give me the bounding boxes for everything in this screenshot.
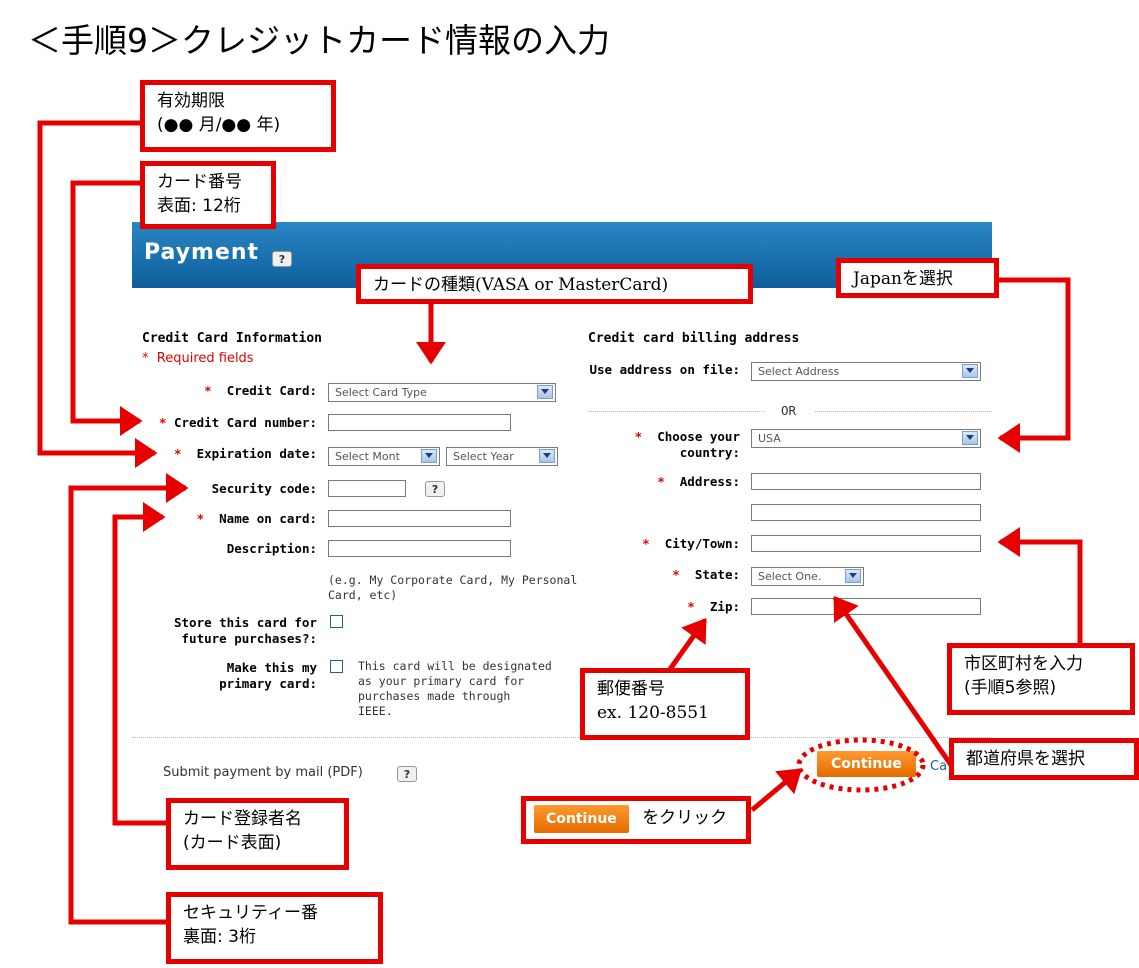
submit-by-mail-link[interactable]: Submit payment by mail (PDF) [163, 765, 363, 780]
expiry-year-select[interactable]: Select Year [446, 447, 558, 466]
expiry-month-select[interactable]: Select Mont [328, 447, 440, 466]
city-input[interactable] [751, 535, 981, 552]
callout-security: セキュリティー番裏面: 3桁 [166, 892, 383, 964]
page-title: ＜手順9＞クレジットカード情報の入力 [28, 21, 610, 60]
chevron-down-icon [962, 364, 978, 378]
name-on-card-input[interactable] [328, 510, 511, 527]
card-number-label: * Credit Card number: [158, 415, 317, 430]
mail-help-icon[interactable]: ? [397, 766, 417, 782]
callout-card-number: カード番号表面: 12桁 [140, 161, 276, 229]
country-select[interactable]: USA [751, 429, 981, 448]
zip-input[interactable] [751, 598, 981, 615]
or-divider-left [588, 411, 764, 412]
callout-country: Japanを選択 [836, 258, 999, 298]
zip-label: * Zip: [687, 599, 740, 614]
city-label: * City/Town: [642, 536, 740, 551]
security-code-input[interactable] [328, 480, 406, 497]
callout-state: 都道府県を選択 [949, 738, 1139, 780]
callout-city: 市区町村を入力(手順5参照) [947, 643, 1135, 715]
address-line1-input[interactable] [751, 473, 981, 490]
continue-button-sample: Continue [534, 805, 629, 833]
callout-card-type: カードの種類(VASA or MasterCard) [356, 264, 753, 304]
callout-expiry: 有効期限(●● 月/●● 年) [140, 80, 336, 152]
address-line2-input[interactable] [751, 504, 981, 521]
use-address-select[interactable]: Select Address [751, 362, 981, 381]
security-help-icon[interactable]: ? [425, 481, 445, 497]
expiration-date-label: * Expiration date: [173, 446, 317, 461]
description-input[interactable] [328, 540, 511, 557]
state-select[interactable]: Select One. [751, 567, 864, 586]
payment-title: Payment [144, 240, 260, 265]
cancel-link[interactable]: Ca [930, 759, 948, 774]
billing-address-title: Credit card billing address [588, 331, 800, 346]
primary-card-checkbox[interactable] [330, 660, 343, 673]
name-on-card-label: * Name on card: [196, 511, 317, 526]
or-divider-right [815, 411, 992, 412]
address-label: * Address: [657, 474, 740, 489]
bottom-divider [132, 737, 992, 738]
continue-button[interactable]: Continue [817, 751, 916, 777]
credit-card-info-title: Credit Card Information [142, 331, 323, 346]
required-fields-note: * Required fields [142, 351, 254, 366]
store-card-checkbox[interactable] [330, 615, 343, 628]
chevron-down-icon [845, 569, 861, 583]
state-label: * State: [672, 567, 740, 582]
chevron-down-icon [962, 431, 978, 445]
description-label: Description: [226, 541, 317, 556]
callout-name: カード登録者名(カード表面) [166, 798, 349, 870]
chevron-down-icon [537, 385, 553, 399]
help-icon[interactable]: ? [272, 251, 292, 267]
or-separator: OR [781, 403, 797, 418]
security-code-label: Security code: [211, 481, 317, 496]
credit-card-type-label: * Credit Card: [204, 383, 317, 398]
credit-card-type-select[interactable]: Select Card Type [328, 383, 556, 402]
chevron-down-icon [421, 449, 437, 463]
use-address-label: Use address on file: [589, 362, 740, 377]
country-label: * Choose your country: [634, 429, 740, 460]
chevron-down-icon [539, 449, 555, 463]
callout-click-continue: Continue をクリック [521, 796, 751, 844]
card-number-input[interactable] [328, 414, 511, 431]
